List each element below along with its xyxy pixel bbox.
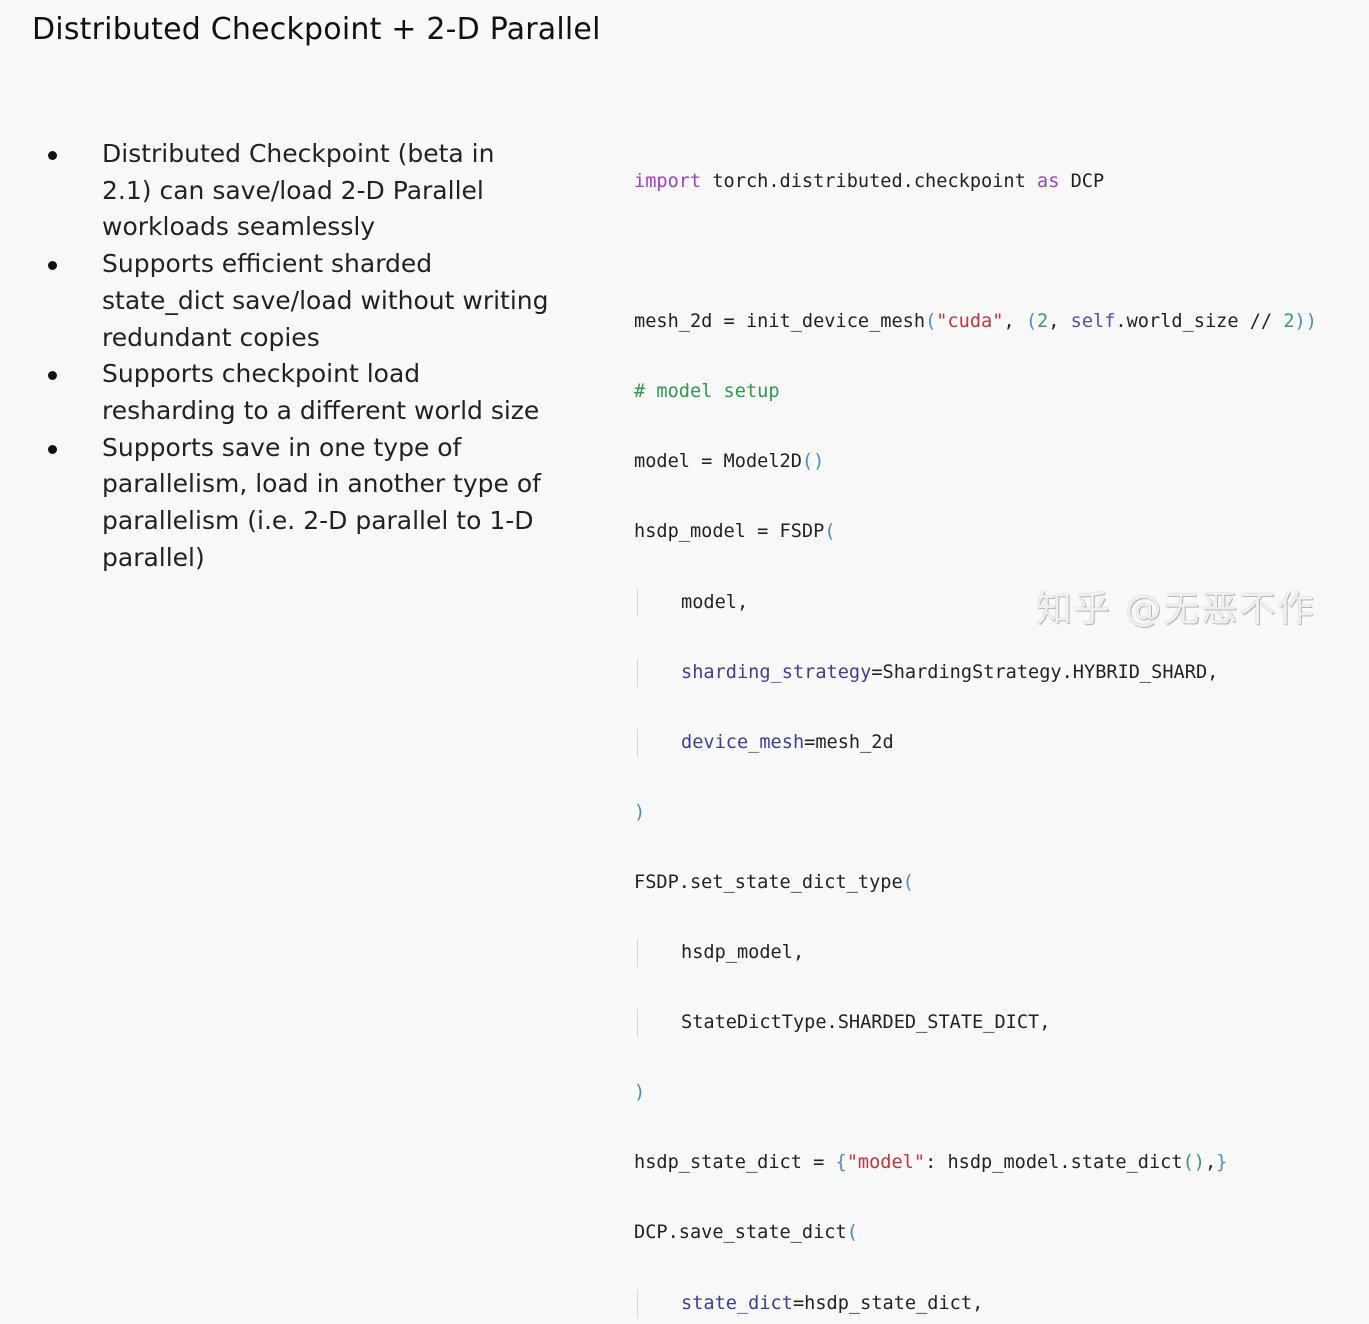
- code-line: state_dict=hsdp_state_dict,: [634, 1289, 1317, 1318]
- code-line: hsdp_state_dict = {"model": hsdp_model.s…: [634, 1152, 1228, 1174]
- code-line: import torch.distributed.checkpoint as D…: [634, 171, 1105, 192]
- code-line: model,: [634, 588, 1317, 617]
- bullet-dot-icon: [48, 444, 57, 454]
- watermark: 知乎 @无恶不作: [1036, 589, 1316, 630]
- slide-title: Distributed Checkpoint + 2-D Parallel: [32, 12, 601, 47]
- bullet-dot-icon: [48, 261, 57, 271]
- code-line: DCP.save_state_dict(: [634, 1222, 858, 1244]
- code-line: [634, 238, 1317, 266]
- code-line: hsdp_model,: [634, 939, 1317, 968]
- code-line: ): [634, 1082, 646, 1104]
- code-comment: # model setup: [634, 381, 780, 403]
- bullet-dot-icon: [48, 151, 57, 160]
- code-line: model = Model2D(): [634, 451, 825, 473]
- bullet-dot-icon: [48, 371, 57, 381]
- code-line: sharding_strategy=ShardingStrategy.HYBRI…: [634, 658, 1317, 687]
- code-line: ): [634, 801, 646, 823]
- code-block: import torch.distributed.checkpoint as D…: [634, 126, 1317, 1324]
- code-line: mesh_2d = init_device_mesh("cuda", (2, s…: [634, 311, 1317, 333]
- code-line: hsdp_model = FSDP(: [634, 521, 836, 543]
- code-line: device_mesh=mesh_2d: [634, 728, 1317, 757]
- code-line: FSDP.set_state_dict_type(: [634, 871, 914, 893]
- code-line: StateDictType.SHARDED_STATE_DICT,: [634, 1009, 1317, 1038]
